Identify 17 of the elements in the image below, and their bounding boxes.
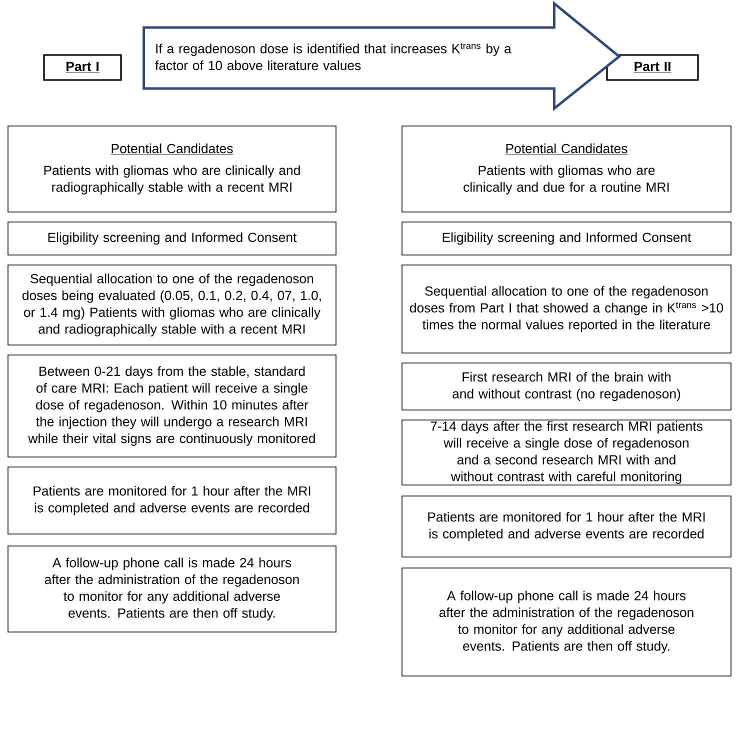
step-box: A follow-up phone call is made 24 hours after the administration of the regadenoson to monitor for any additional adverse events. Patients are then off study.: [402, 568, 732, 676]
step-box: Eligibility screening and Informed Consent: [8, 222, 336, 256]
step-box: A follow-up phone call is made 24 hours after the administration of the regadenoson to monitor for any additional adverse events. Patients are then off study.: [8, 546, 336, 632]
step-box: First research MRI of the brain with and without contrast (no regadenoson): [402, 362, 732, 410]
step-box: Potential Candidates Patients with gliomas who are clinically and due for a routine MRI: [402, 126, 732, 212]
step-box: Sequential allocation to one of the regadenoson doses being evaluated (0.05, 0.1, 0.2, 0.4, 07, 1.0, or 1.4 mg) Patients with gliomas who are clinically and radiographically stable with a recent MRI: [8, 264, 336, 346]
step-box: Patients are monitored for 1 hour after the MRI is completed and adverse events are recorded: [8, 466, 336, 534]
part-label-box: Part II: [606, 54, 699, 81]
step-box: Between 0-21 days from the stable, standard of care MRI: Each patient will receive a single dose of regadenoson. Within 10 minutes after the injection they will undergo a research MRI while their vital signs are continuously monitored: [8, 354, 336, 458]
step-box: 7-14 days after the first research MRI patients will receive a single dose of regadenoson and a second research MRI with and without contrast with careful monitoring: [402, 420, 732, 486]
part-label-box: Part I: [43, 54, 122, 81]
step-box: Sequential allocation to one of the regadenoson doses from Part I that showed a change in K$^{trans}$ >10 times the normal values reported in the literature: [402, 264, 732, 354]
step-box: Potential Candidates Patients with gliomas who are clinically and radiographically stable with a recent MRI: [8, 126, 336, 212]
step-box: Patients are monitored for 1 hour after the MRI is completed and adverse events are recorded: [402, 496, 732, 558]
edge-label: If a regadenoson dose is identified that increases K$^{trans}$ by a factor of 10 above literature values: [155, 42, 512, 70]
step-box: Eligibility screening and Informed Consent: [402, 222, 732, 256]
block-arrow: [142, 0, 622, 112]
